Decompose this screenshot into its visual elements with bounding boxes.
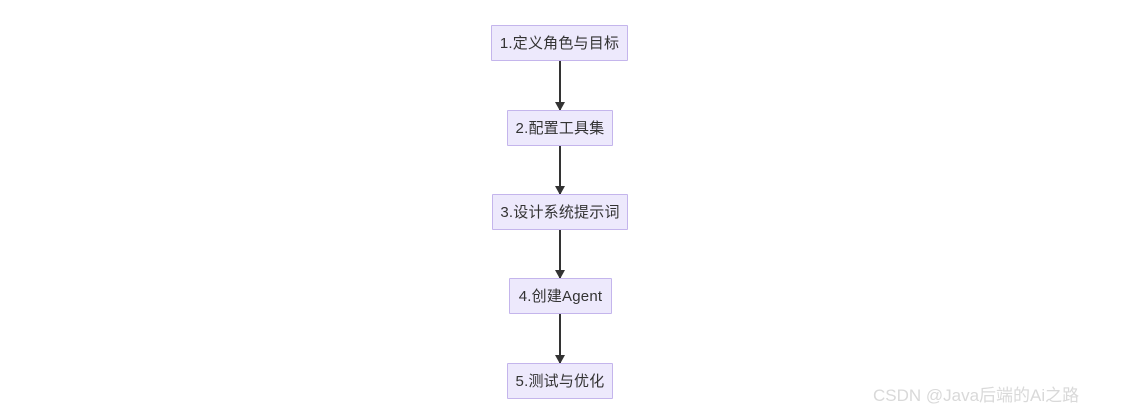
arrowhead-icon — [555, 186, 565, 195]
flow-node-label: 5.测试与优化 — [515, 372, 605, 390]
flow-node-2[interactable]: 2.配置工具集 — [507, 110, 613, 146]
flow-node-4[interactable]: 4.创建Agent — [509, 278, 612, 314]
flow-node-5[interactable]: 5.测试与优化 — [507, 363, 613, 399]
arrowhead-icon — [555, 102, 565, 111]
edge-line — [559, 314, 561, 363]
flow-node-label: 2.配置工具集 — [515, 119, 605, 137]
flow-node-3[interactable]: 3.设计系统提示词 — [492, 194, 628, 230]
edge-line — [559, 146, 561, 194]
edge-line — [559, 230, 561, 278]
edge-line — [559, 61, 561, 110]
flow-node-label: 1.定义角色与目标 — [499, 34, 620, 52]
flow-node-label: 3.设计系统提示词 — [500, 203, 620, 221]
csdn-watermark: CSDN @Java后端的Ai之路 — [873, 386, 1080, 405]
arrowhead-icon — [555, 355, 565, 364]
arrowhead-icon — [555, 270, 565, 279]
flow-node-1[interactable]: 1.定义角色与目标 — [491, 25, 628, 61]
flow-node-label: 4.创建Agent — [518, 287, 603, 305]
